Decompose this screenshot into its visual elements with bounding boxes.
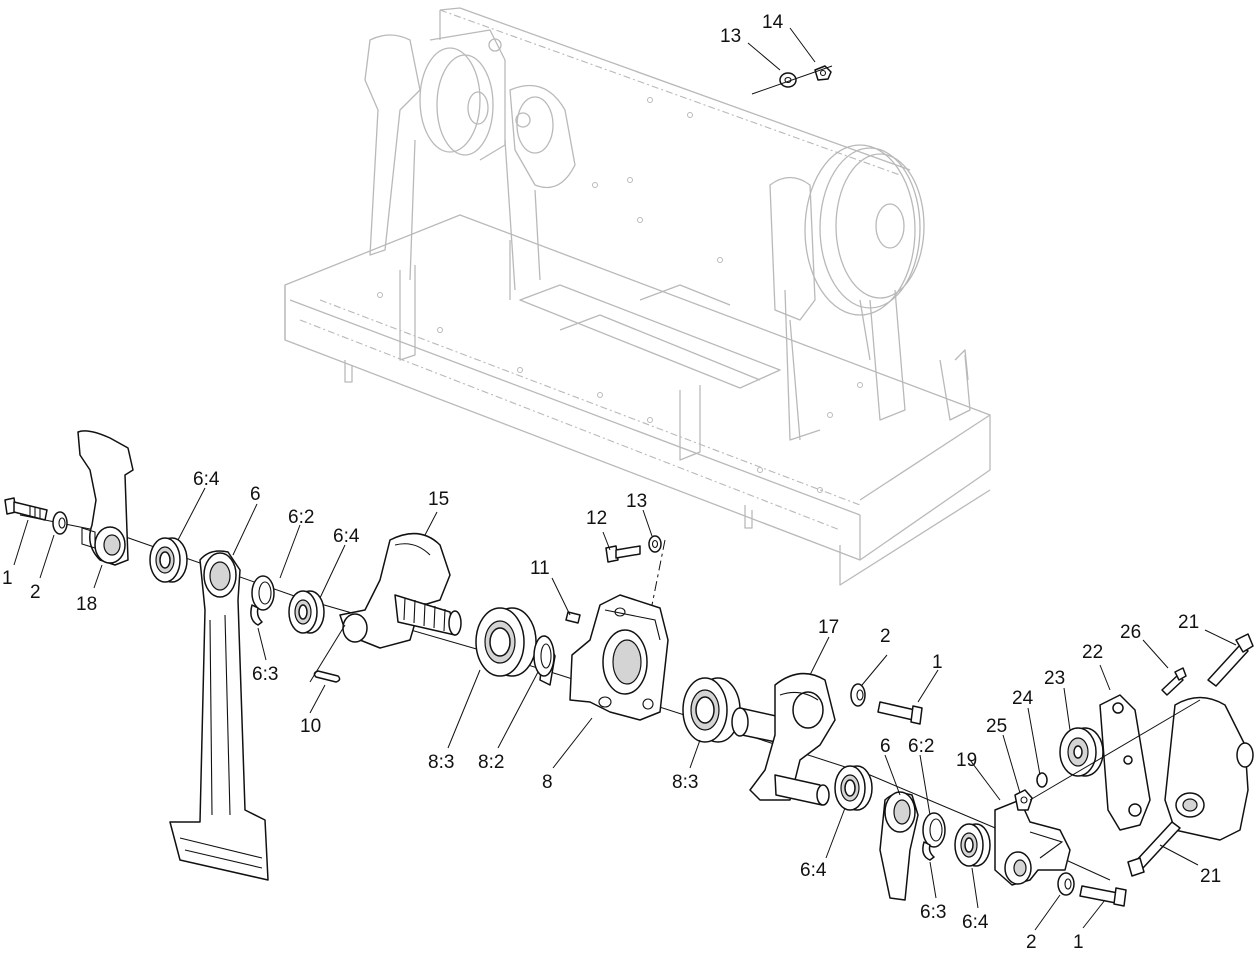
callout-13: 13 — [720, 26, 741, 47]
bearing-part-8-3 — [475, 607, 537, 677]
tensioner-housing — [1164, 696, 1254, 841]
callout-6-3: 6:3 — [252, 664, 278, 685]
washer-part-2 — [52, 511, 68, 535]
callout-6-4: 6:4 — [800, 860, 827, 881]
callout-8-3: 8:3 — [672, 772, 698, 793]
washer-part-13 — [648, 535, 662, 553]
bearing-part-6-4 — [288, 590, 325, 634]
callout-6-2: 6:2 — [908, 736, 934, 757]
callout-12: 12 — [586, 508, 607, 529]
callout-25: 25 — [986, 716, 1007, 737]
bolt-part-26 — [1161, 667, 1187, 696]
bearing-part-6-4 — [834, 765, 873, 811]
bearing-housing-part-8 — [569, 594, 669, 721]
pulley-part-23 — [1059, 727, 1104, 777]
callout-23: 23 — [1044, 668, 1065, 689]
nut-part-14 — [814, 65, 832, 81]
washer-part-2 — [1057, 872, 1075, 896]
callout-6-4: 6:4 — [333, 526, 360, 547]
callout-1: 1 — [1073, 932, 1084, 953]
bolt-part-21 — [1207, 633, 1254, 687]
callout-2: 2 — [880, 626, 891, 647]
callout-19: 19 — [956, 750, 977, 771]
nut-part-25 — [1014, 789, 1033, 811]
callout-22: 22 — [1082, 642, 1103, 663]
retaining-ring-part-6-2 — [922, 812, 946, 848]
callout-2: 2 — [1026, 932, 1037, 953]
lever-arm-part-6 — [169, 550, 269, 881]
callout-6: 6 — [880, 736, 891, 757]
bolt-part-21 — [1127, 821, 1181, 877]
callout-21: 21 — [1200, 866, 1221, 887]
callout-2: 2 — [30, 582, 41, 603]
callout-11: 11 — [530, 558, 550, 579]
callout-10: 10 — [300, 716, 321, 737]
leader-lines — [13, 27, 1237, 931]
plate-part-22 — [1099, 694, 1151, 831]
callout-21: 21 — [1178, 612, 1199, 633]
callout-18: 18 — [76, 594, 97, 615]
bolt-part-1 — [1079, 885, 1127, 907]
callout-24: 24 — [1012, 688, 1034, 709]
bushing-part-8-2 — [533, 635, 556, 686]
callout-26: 26 — [1120, 622, 1141, 643]
washer-part-13 — [779, 72, 797, 88]
callout-15: 15 — [428, 489, 449, 510]
bolt-part-1 — [4, 497, 48, 521]
bearing-part-6-4 — [149, 537, 188, 583]
callout-6-4: 6:4 — [193, 469, 220, 490]
callout-8: 8 — [542, 772, 553, 793]
bearing-part-6-4 — [954, 823, 991, 867]
circlip-part-6-3 — [922, 841, 935, 861]
callout-13: 13 — [626, 491, 647, 512]
arm-part-19 — [994, 799, 1071, 886]
bolt-part-1 — [877, 701, 923, 725]
frame-assembly-background — [284, 7, 991, 586]
callout-labels: 13 14 1 2 18 6:4 6 6:2 6:4 6:3 10 15 8:3… — [2, 12, 1221, 953]
callout-17: 17 — [818, 617, 839, 638]
bolt-part-12 — [605, 545, 641, 563]
pin-part-11 — [565, 611, 581, 624]
bearing-part-8-3 — [682, 677, 741, 743]
callout-1: 1 — [2, 568, 13, 589]
callout-6-2: 6:2 — [288, 507, 314, 528]
lever-arm-part-6 — [879, 791, 919, 901]
crank-part-15 — [339, 532, 462, 649]
washer-part-2 — [850, 683, 866, 707]
callout-14: 14 — [762, 12, 784, 33]
callout-6-3: 6:3 — [920, 902, 946, 923]
arm-part-18 — [77, 430, 134, 566]
callout-8-3: 8:3 — [428, 752, 454, 773]
circlip-part-6-3 — [250, 604, 263, 626]
callout-6-4: 6:4 — [962, 912, 989, 933]
washer-part-24 — [1036, 772, 1048, 788]
callout-6: 6 — [250, 484, 261, 505]
callout-1: 1 — [932, 652, 943, 673]
retaining-ring-part-6-2 — [251, 575, 275, 611]
key-part-10 — [313, 670, 341, 683]
crank-part-17 — [731, 672, 836, 806]
callout-8-2: 8:2 — [478, 752, 504, 773]
